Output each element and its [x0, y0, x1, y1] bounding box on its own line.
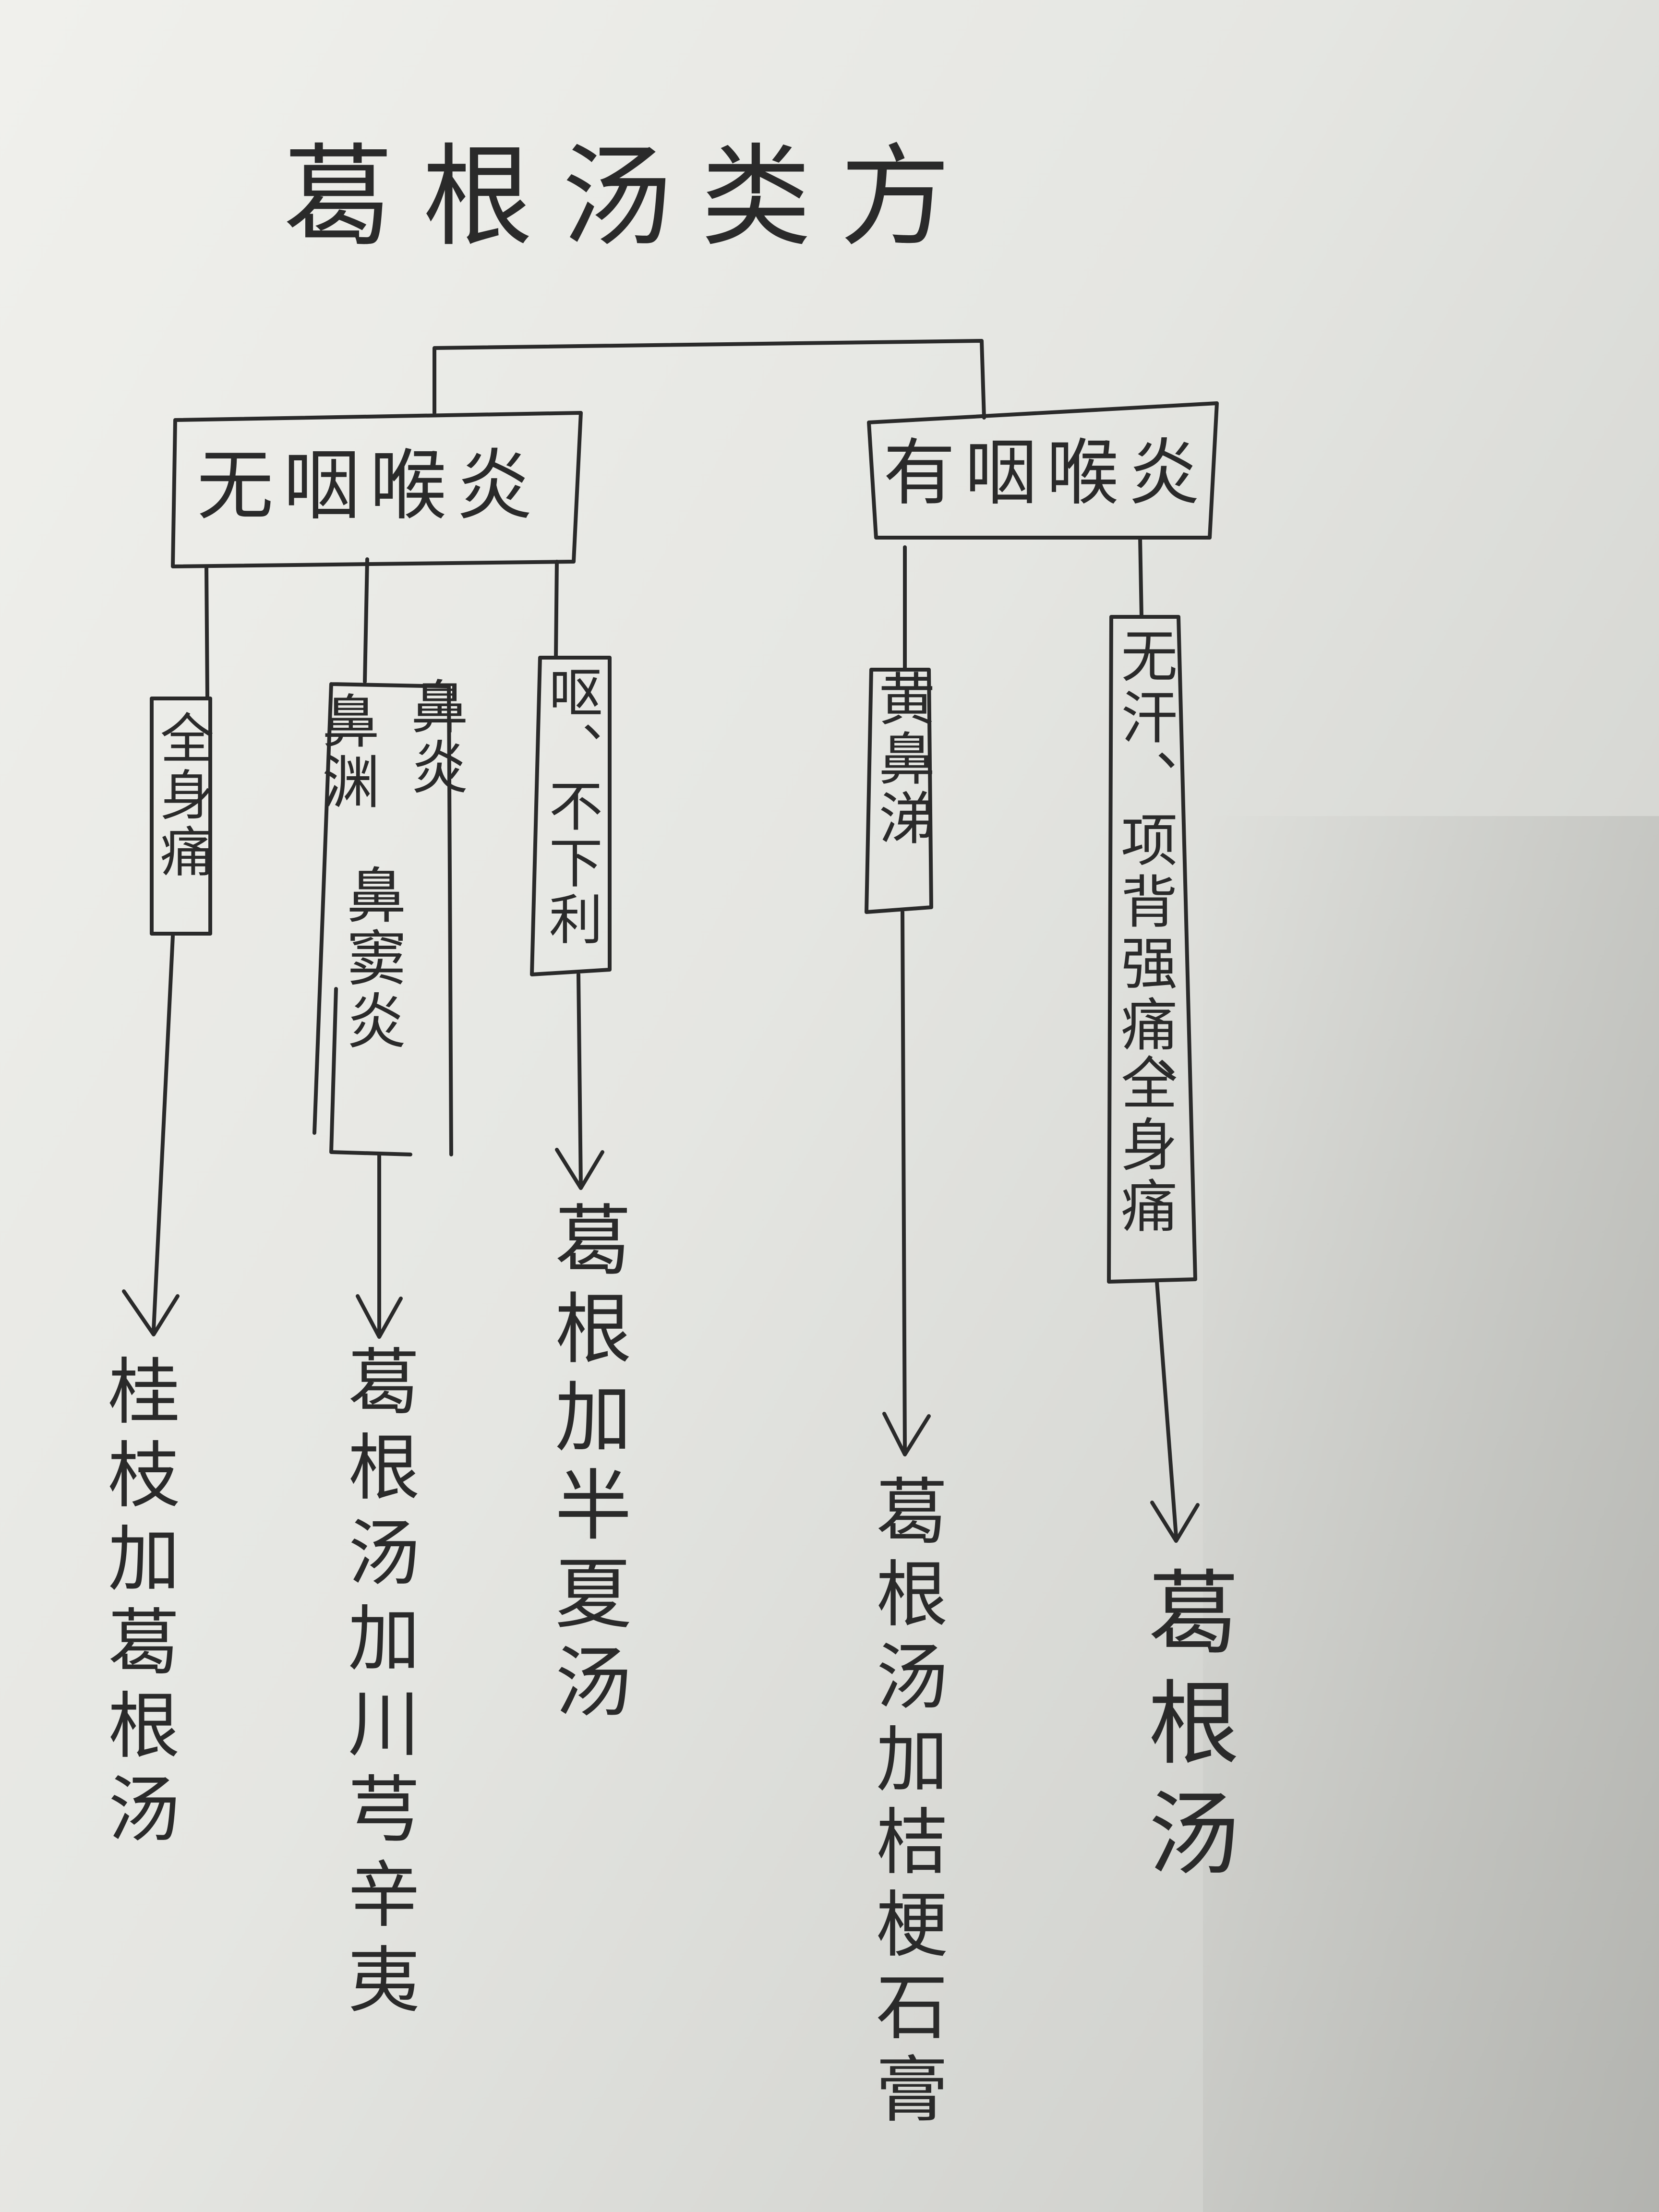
- box-no-throat: [171, 411, 583, 568]
- arrow-5: [1155, 1280, 1178, 1538]
- arrowhead-5: [1150, 1501, 1200, 1543]
- symptom-nasal-sinusitis: 鼻窦炎: [336, 864, 406, 1053]
- symptom-vomiting-no-diarrhea: 呕、不下利: [540, 665, 602, 948]
- symptom-box-4: [865, 668, 933, 914]
- symptom-yellow-nasal-discharge: 黄鼻涕: [868, 670, 935, 848]
- diagram-title: 葛根汤类方: [283, 133, 980, 262]
- symptom-no-sweat-neck-stiffness: 无汗、项背强痛、: [1111, 626, 1178, 1118]
- symptom-rhinitis: 鼻炎: [401, 677, 468, 798]
- paper-shadow: [1203, 816, 1659, 2212]
- prescription-gegen-decoction: 葛根汤: [1132, 1565, 1239, 1896]
- branch-line-5: [1138, 536, 1143, 619]
- top-bracket: [433, 339, 986, 420]
- arrowhead-4: [882, 1412, 931, 1456]
- prescription-gegen-plus-banxia: 葛根加半夏汤: [542, 1200, 632, 1730]
- arrow-2: [329, 987, 412, 1334]
- arrowhead-2: [356, 1294, 403, 1339]
- prescription-gegen-plus-jiegeng-shigao: 葛根汤加桔梗石膏: [864, 1474, 948, 2134]
- symptom-sinusitis: 鼻渊: [312, 691, 379, 812]
- branch-line-1: [204, 565, 209, 700]
- prescription-gegen-plus-chuanxiong-xinyi: 葛根汤加川芎辛夷: [336, 1344, 420, 2028]
- symptom-box-5: [1107, 615, 1197, 1284]
- arrow-3: [577, 973, 583, 1188]
- arrowhead-1: [122, 1289, 180, 1336]
- symptom-box-3: [530, 656, 612, 976]
- arrowhead-3: [555, 1148, 604, 1190]
- category-throat-inflammation: 有咽喉炎: [883, 432, 1210, 515]
- arrow-1: [152, 934, 175, 1332]
- box-has-throat: [867, 401, 1219, 540]
- symptom-body-ache: 全身痛: [151, 710, 214, 880]
- category-no-throat-inflammation: 无咽喉炎: [197, 441, 543, 530]
- symptom-box-2: [313, 682, 453, 1156]
- symptom-box-1: [150, 697, 212, 936]
- prescription-guizhi-plus-gegen: 桂枝加葛根汤: [96, 1354, 180, 1855]
- branch-line-2: [363, 557, 369, 684]
- arrow-4: [901, 910, 907, 1452]
- branch-line-3: [554, 560, 559, 660]
- symptom-body-ache-2: 全身痛: [1111, 1054, 1178, 1238]
